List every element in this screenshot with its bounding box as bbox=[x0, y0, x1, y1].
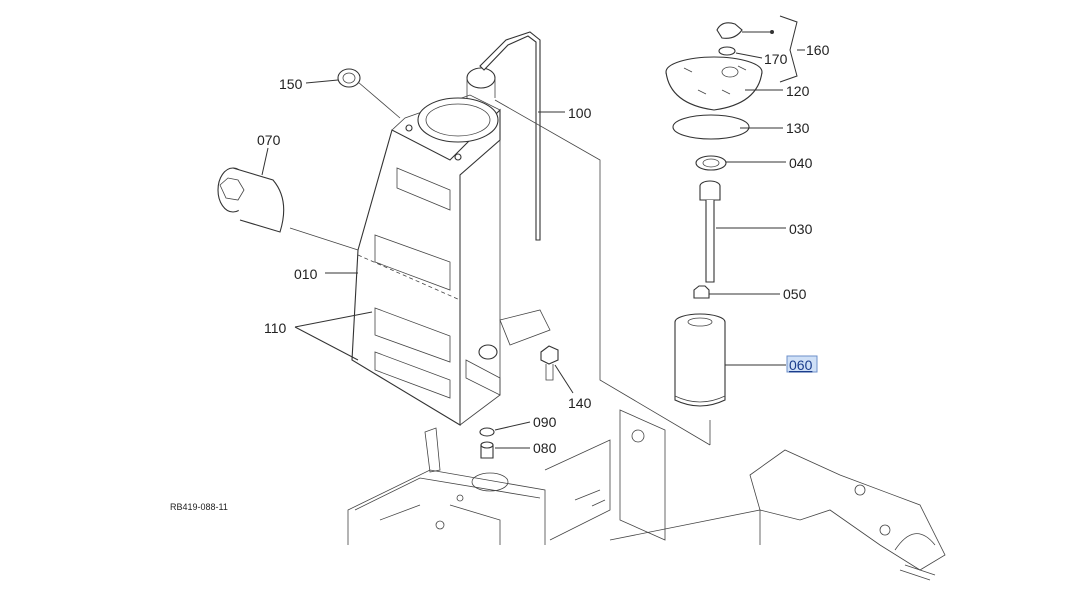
rod-030[interactable] bbox=[699, 180, 721, 283]
o-ring-170[interactable] bbox=[718, 46, 736, 56]
part-labels: 150 070 010 110 100 140 090 080 160 170 … bbox=[257, 42, 830, 456]
filter-070[interactable] bbox=[217, 167, 285, 233]
label-120[interactable]: 120 bbox=[786, 83, 810, 99]
fitting-080[interactable] bbox=[480, 441, 494, 459]
cap-160[interactable] bbox=[716, 22, 774, 39]
frame-structure bbox=[347, 409, 946, 581]
selected-highlight bbox=[786, 355, 818, 373]
label-140[interactable]: 140 bbox=[568, 395, 592, 411]
label-050[interactable]: 050 bbox=[783, 286, 807, 302]
nut-050[interactable] bbox=[693, 285, 710, 299]
label-040[interactable]: 040 bbox=[789, 155, 813, 171]
label-060[interactable]: 060 bbox=[789, 357, 813, 373]
label-030[interactable]: 030 bbox=[789, 221, 813, 237]
label-130[interactable]: 130 bbox=[786, 120, 810, 136]
label-010[interactable]: 010 bbox=[294, 266, 318, 282]
tank-010[interactable] bbox=[351, 67, 551, 426]
label-090[interactable]: 090 bbox=[533, 414, 557, 430]
gasket-130[interactable] bbox=[672, 114, 750, 140]
seal-040[interactable] bbox=[695, 155, 727, 171]
label-080[interactable]: 080 bbox=[533, 440, 557, 456]
hose-100[interactable] bbox=[479, 31, 541, 241]
grommet-150[interactable] bbox=[337, 68, 361, 88]
label-110[interactable]: 110 bbox=[264, 320, 287, 336]
label-160[interactable]: 160 bbox=[806, 42, 830, 58]
washer-090[interactable] bbox=[479, 427, 495, 437]
diagram-reference-code: RB419-088-11 bbox=[170, 502, 228, 512]
leader-lines bbox=[261, 15, 805, 449]
label-070[interactable]: 070 bbox=[257, 132, 281, 148]
label-100[interactable]: 100 bbox=[568, 105, 592, 121]
bolt-140[interactable] bbox=[540, 345, 559, 381]
label-150[interactable]: 150 bbox=[279, 76, 303, 92]
label-170[interactable]: 170 bbox=[764, 51, 788, 67]
cap-120[interactable] bbox=[665, 56, 763, 111]
element-060[interactable] bbox=[674, 313, 726, 407]
